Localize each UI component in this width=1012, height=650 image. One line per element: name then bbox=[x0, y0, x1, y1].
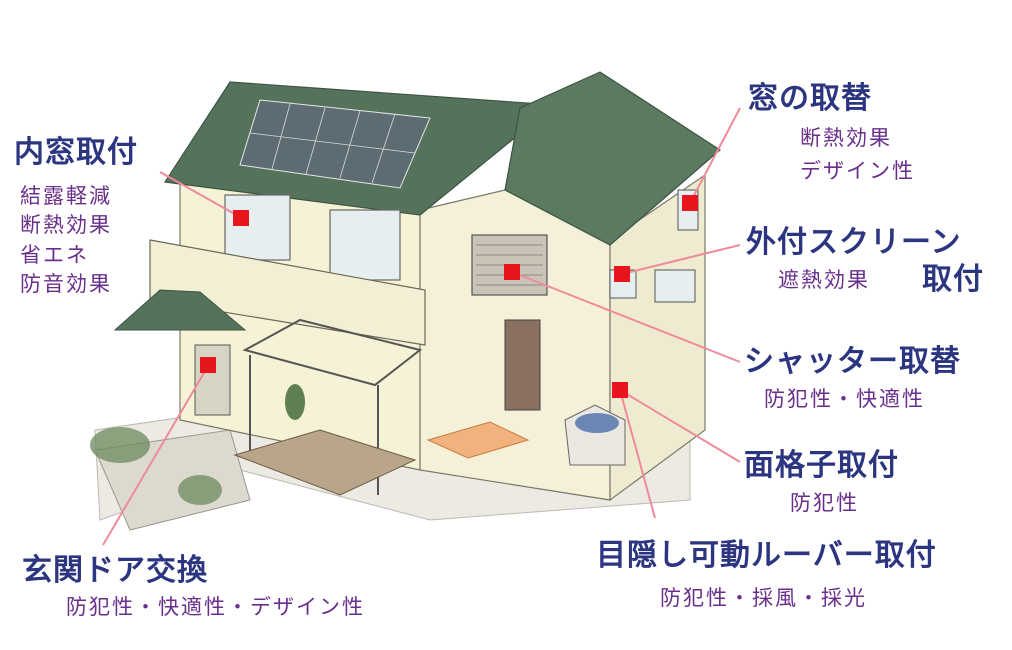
solar-panel bbox=[239, 99, 431, 189]
leader-line-louver bbox=[619, 389, 656, 519]
leader-line-screen bbox=[621, 244, 741, 275]
callout-door-title: 玄関ドア交換 bbox=[22, 553, 208, 588]
marker-door bbox=[200, 357, 216, 373]
callout-shutter-effect-1: 防犯性・快適性 bbox=[764, 387, 925, 411]
back-door bbox=[504, 319, 541, 411]
leader-line-mado bbox=[689, 107, 741, 204]
wood-deck bbox=[233, 429, 417, 496]
callout-uchimado-title: 内窓取付 bbox=[14, 135, 138, 170]
shrub bbox=[90, 427, 150, 463]
marker-menkoshi bbox=[612, 382, 628, 398]
leader-line-door bbox=[102, 365, 209, 546]
upper-window-left bbox=[224, 194, 291, 261]
porch-roof bbox=[113, 289, 247, 331]
side-window bbox=[654, 269, 696, 303]
gable-roof bbox=[504, 71, 721, 246]
balcony bbox=[149, 239, 426, 346]
callout-door-effect-1: 防犯性・快適性・デザイン性 bbox=[66, 595, 365, 619]
marker-mado bbox=[682, 195, 698, 211]
marker-shutter bbox=[504, 264, 520, 280]
marker-uchimado bbox=[233, 210, 249, 226]
marker-screen bbox=[614, 266, 630, 282]
callout-uchimado-effect-4: 防音効果 bbox=[20, 272, 112, 296]
callout-louver-title: 目隠し可動ルーバー取付 bbox=[596, 538, 937, 573]
leader-line-shutter bbox=[511, 271, 741, 363]
leader-line-menkoshi bbox=[619, 389, 741, 463]
tree bbox=[285, 384, 305, 420]
callout-mado-effect-1: 断熱効果 bbox=[800, 126, 892, 150]
callout-screen-title-suffix: 取付 bbox=[922, 262, 984, 297]
callout-shutter-title: シャッター取替 bbox=[744, 344, 961, 379]
callout-uchimado-effect-3: 省エネ bbox=[20, 243, 89, 267]
upper-window-right bbox=[329, 209, 401, 281]
pergola-roof bbox=[242, 318, 423, 387]
callout-screen-title: 外付スクリーン bbox=[746, 225, 962, 260]
shrub bbox=[178, 475, 222, 505]
callout-louver-effect-1: 防犯性・採風・採光 bbox=[660, 586, 867, 610]
callout-menkoshi-title: 面格子取付 bbox=[744, 448, 899, 483]
callout-mado-effect-2: デザイン性 bbox=[800, 159, 915, 183]
callout-mado-title: 窓の取替 bbox=[748, 81, 872, 116]
callout-uchimado-effect-1: 結露軽減 bbox=[20, 184, 112, 208]
leader-line-uchimado bbox=[159, 171, 241, 218]
floor-tiles bbox=[426, 421, 530, 459]
callout-uchimado-effect-2: 断熱効果 bbox=[20, 213, 112, 237]
callout-screen-effect-1: 遮熱効果 bbox=[778, 268, 870, 292]
callout-menkoshi-effect-1: 防犯性 bbox=[790, 491, 859, 515]
